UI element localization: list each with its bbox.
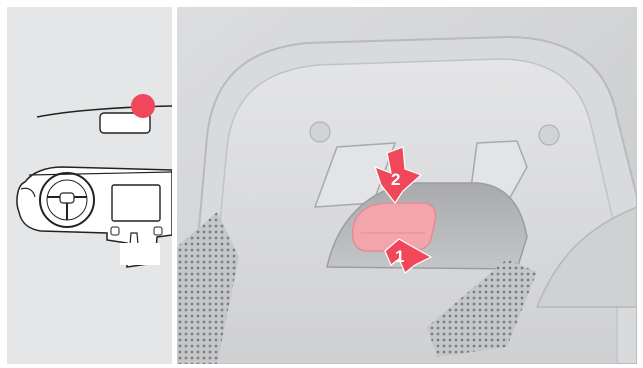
- right-screw-icon: [539, 125, 559, 145]
- left-screw-icon: [310, 122, 330, 142]
- center-console: [120, 243, 160, 265]
- center-screen: [112, 185, 160, 221]
- locator-panel: [7, 7, 172, 364]
- car-interior-locator: [7, 7, 172, 364]
- location-marker-icon: [131, 94, 155, 118]
- detail-panel: 2 1: [177, 7, 637, 364]
- steering-hub: [60, 193, 74, 203]
- overhead-console-detail: 2 1: [177, 7, 637, 364]
- callout-2-label: 2: [391, 170, 400, 189]
- callout-1-label: 1: [395, 247, 404, 266]
